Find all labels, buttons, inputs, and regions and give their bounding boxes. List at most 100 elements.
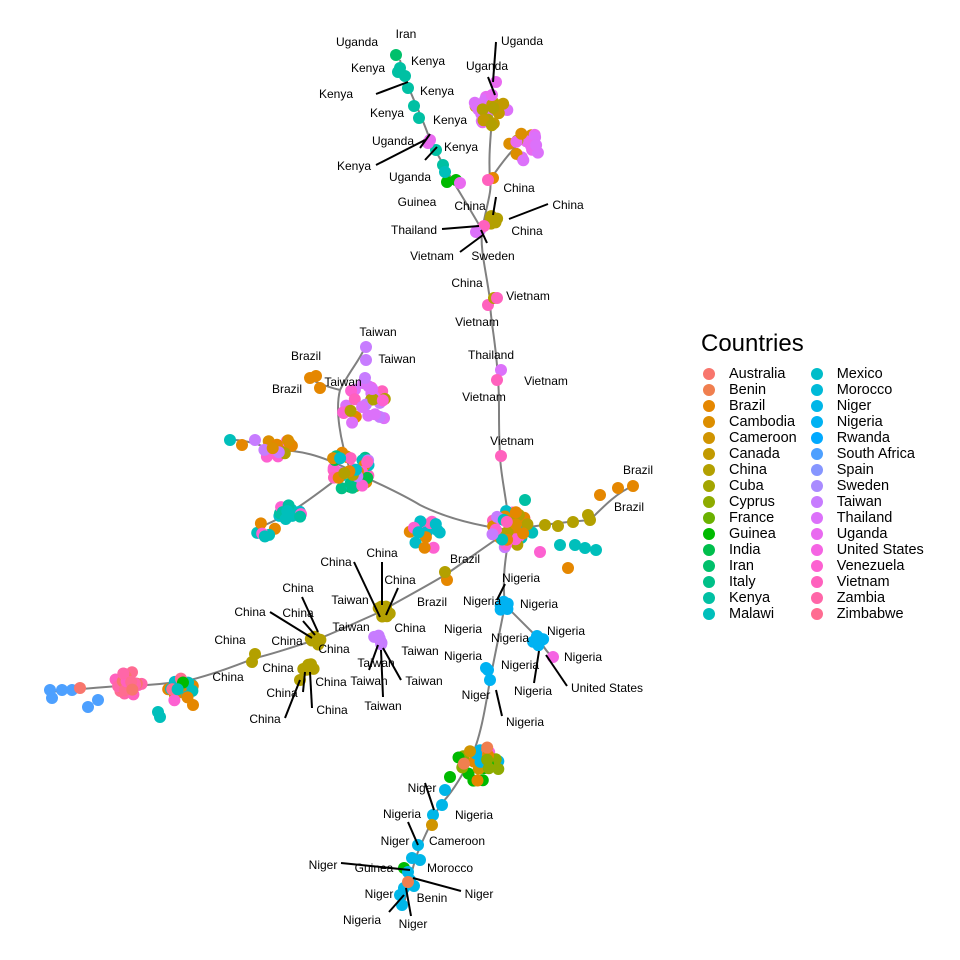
legend-swatch xyxy=(810,512,823,524)
legend-swatch xyxy=(703,480,715,492)
node-taiwan xyxy=(359,372,371,384)
node-label: Nigeria xyxy=(491,631,529,645)
node-uganda xyxy=(486,89,498,101)
legend-label: India xyxy=(729,542,761,558)
legend-label: Guinea xyxy=(729,526,776,542)
node-label: Vietnam xyxy=(490,434,534,448)
legend-item: Iran xyxy=(701,558,797,574)
legend-item: Uganda xyxy=(810,526,924,542)
legend-swatch xyxy=(703,496,715,508)
node-malawi xyxy=(171,683,184,696)
legend-label: Sweden xyxy=(836,478,890,494)
legend-swatch xyxy=(810,368,823,380)
node-kenya xyxy=(413,112,425,124)
legend-swatch xyxy=(810,528,823,540)
node-taiwan xyxy=(486,528,499,541)
legend-swatch xyxy=(810,608,823,620)
node-cameroon xyxy=(464,745,476,758)
legend-label: Iran xyxy=(729,558,754,574)
leader-line xyxy=(412,877,462,892)
node-malawi xyxy=(224,434,236,446)
legend-title: Countries xyxy=(701,330,804,357)
node-china xyxy=(485,119,498,132)
node-thailand xyxy=(470,226,482,238)
node-thailand xyxy=(369,408,381,421)
leader-line xyxy=(380,649,384,698)
node-thailand xyxy=(517,154,530,167)
node-brazil xyxy=(314,382,326,394)
legend-item: Guinea xyxy=(701,526,797,542)
node-taiwan xyxy=(360,341,372,353)
legend-swatch xyxy=(810,576,823,588)
node-label: China xyxy=(282,581,314,595)
node-label: China xyxy=(316,703,348,717)
leader-line xyxy=(419,133,431,149)
node-label: Nigeria xyxy=(383,807,421,821)
leader-line xyxy=(480,229,488,244)
node-label: Kenya xyxy=(370,106,404,120)
node-thailand xyxy=(346,416,359,429)
legend-swatch xyxy=(703,416,715,428)
node-label: China xyxy=(451,276,483,290)
leader-line xyxy=(407,821,419,846)
legend-label: Uganda xyxy=(836,526,888,542)
node-label: Vietnam xyxy=(455,315,499,329)
node-label: Taiwan xyxy=(350,674,387,688)
legend-swatch xyxy=(810,464,823,476)
node-niger xyxy=(394,889,406,901)
node-china xyxy=(338,467,351,480)
node-china xyxy=(344,404,357,417)
legend-item: United States xyxy=(810,542,924,558)
leader-line xyxy=(459,234,484,253)
node-kenya xyxy=(402,82,414,94)
node-label: Taiwan xyxy=(324,375,361,389)
legend-swatch xyxy=(810,416,823,428)
node-label: Guinea xyxy=(398,195,437,209)
legend-swatch xyxy=(810,544,823,556)
node-label: Taiwan xyxy=(405,674,442,688)
node-label: Vietnam xyxy=(506,289,550,303)
legend-label: Rwanda xyxy=(836,430,890,446)
node-label: Niger xyxy=(462,688,491,702)
node-label: China xyxy=(384,573,416,587)
node-malawi xyxy=(554,539,566,551)
legend-item: Cameroon xyxy=(701,430,797,446)
node-brazil xyxy=(418,541,431,554)
node-brazil xyxy=(254,517,267,530)
node-label: Benin xyxy=(417,891,448,905)
node-china xyxy=(521,518,534,531)
leader-line xyxy=(382,647,402,681)
node-malawi xyxy=(281,505,294,518)
node-vietnam xyxy=(482,174,494,186)
node-malawi xyxy=(569,539,581,551)
node-label: Brazil xyxy=(614,500,644,514)
legend-label: Zambia xyxy=(836,590,886,606)
node-label: Kenya xyxy=(319,87,353,101)
tree-nodes xyxy=(44,49,639,911)
node-brazil xyxy=(517,527,530,540)
node-cameroon xyxy=(426,819,438,831)
node-label: Niger xyxy=(309,858,338,872)
legend-swatch xyxy=(703,464,715,476)
legend-item: Zambia xyxy=(810,590,924,606)
node-nigeria xyxy=(480,662,492,674)
node-china xyxy=(489,216,502,229)
node-label: Thailand xyxy=(468,348,514,362)
node-label: Brazil xyxy=(272,382,302,396)
node-label: Nigeria xyxy=(547,624,585,638)
legend-label: Cyprus xyxy=(729,494,775,510)
node-label: Taiwan xyxy=(364,699,401,713)
legend-item: South Africa xyxy=(810,446,924,462)
node-label: Vietnam xyxy=(524,374,568,388)
node-label: Vietnam xyxy=(410,249,454,263)
node-south-africa xyxy=(82,701,94,713)
node-label: Nigeria xyxy=(455,808,493,822)
node-vietnam xyxy=(361,456,374,468)
node-south-africa xyxy=(56,684,68,696)
node-taiwan xyxy=(373,632,386,645)
legend-label: Taiwan xyxy=(836,494,882,510)
node-china xyxy=(487,101,500,114)
leader-line xyxy=(353,561,381,618)
